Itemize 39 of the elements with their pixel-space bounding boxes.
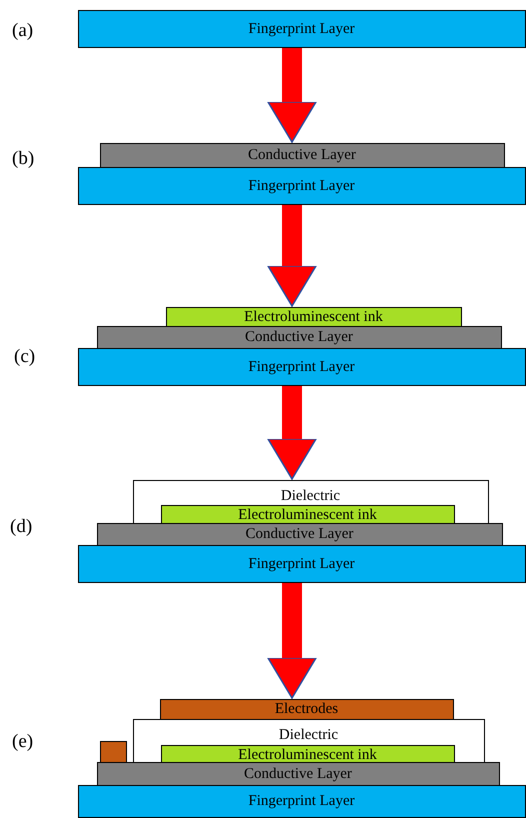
ink-layer [166, 307, 462, 327]
fingerprint-layer [78, 545, 526, 583]
layer-label: Electroluminescent ink [237, 746, 378, 764]
step-label: (e) [12, 731, 34, 753]
fingerprint-layer [78, 10, 526, 48]
down-arrow [267, 48, 317, 143]
step-label: (a) [12, 20, 34, 42]
down-arrow [267, 205, 317, 307]
electrode-block [100, 741, 127, 763]
layer-label: Dielectric [278, 726, 340, 744]
fingerprint-layer [78, 348, 526, 386]
layer-label: Electrodes [274, 700, 340, 718]
layer-label: Fingerprint Layer [247, 792, 356, 810]
electrode-layer [160, 699, 454, 720]
layer-label: Conductive Layer [247, 146, 357, 164]
fingerprint-layer [78, 167, 526, 205]
conductive-layer [100, 143, 505, 168]
down-arrow [267, 386, 317, 480]
down-arrow [267, 583, 317, 699]
layer-label: Dielectric [280, 487, 342, 505]
layer-label: Fingerprint Layer [247, 20, 356, 38]
conductive-layer [97, 326, 502, 349]
step-label: (d) [10, 516, 32, 538]
layer-label: Conductive Layer [243, 764, 353, 782]
fingerprint-layer [78, 785, 526, 818]
step-label: (b) [12, 148, 34, 170]
ink-layer [161, 505, 455, 525]
layer-label: Fingerprint Layer [247, 358, 356, 376]
layer-label: Electroluminescent ink [237, 506, 378, 524]
layer-label: Conductive Layer [244, 328, 354, 346]
conductive-layer [97, 523, 503, 546]
conductive-layer [97, 762, 500, 786]
layer-label: Conductive Layer [244, 525, 354, 543]
layer-label: Electroluminescent ink [243, 308, 384, 326]
dielectric-layer [133, 719, 485, 763]
layer-label: Fingerprint Layer [247, 554, 356, 572]
layer-label: Fingerprint Layer [247, 176, 356, 194]
step-label: (c) [14, 346, 36, 368]
dielectric-layer [133, 480, 489, 524]
